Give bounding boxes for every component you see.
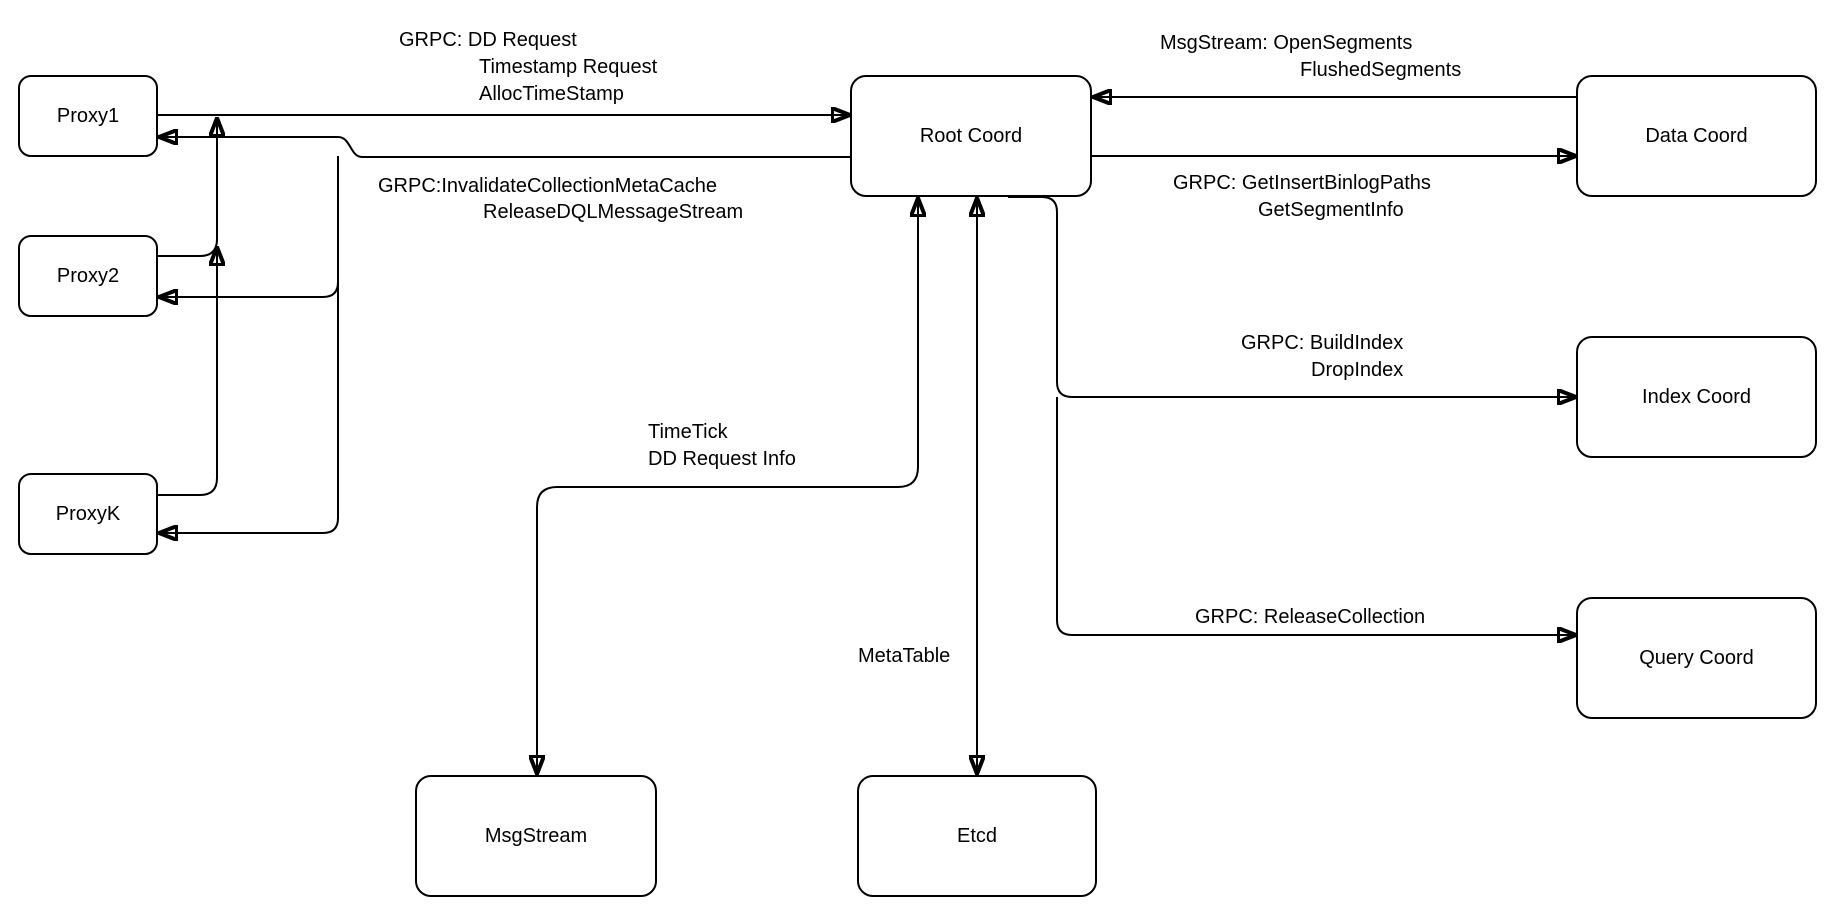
edge-label-invalidate-cache: GRPC:InvalidateCollectionMetaCache	[378, 175, 718, 197]
edge-proxy2-merge-up	[158, 119, 217, 257]
node-index-coord: Index Coord	[1576, 336, 1817, 458]
node-proxy2: Proxy2	[18, 235, 158, 317]
edge-label-proxy-requests-1: GRPC: DD Request	[399, 29, 577, 51]
edge-label-metatable: MetaTable	[858, 645, 951, 667]
edge-label-release-dql: ReleaseDQLMessageStream	[483, 201, 744, 223]
edge-label-proxy-requests-3: AllocTimeStamp	[479, 83, 624, 105]
node-etcd-label: Etcd	[956, 824, 998, 847]
edge-label-drop-index: DropIndex	[1311, 359, 1404, 381]
node-proxy1: Proxy1	[18, 75, 158, 157]
edge-rootcoord-to-proxy1	[160, 137, 850, 158]
edge-label-open-segments: MsgStream: OpenSegments	[1160, 32, 1413, 54]
edge-label-dd-request-info: DD Request Info	[648, 448, 796, 470]
edge-label-timetick: TimeTick	[648, 421, 728, 443]
node-root-coord-label: Root Coord	[919, 124, 1023, 147]
node-data-coord-label: Data Coord	[1645, 124, 1748, 147]
edge-label-proxy-requests-2: Timestamp Request	[479, 56, 658, 78]
node-root-coord: Root Coord	[850, 75, 1092, 197]
node-proxy1-label: Proxy1	[56, 104, 120, 127]
edge-rootcoord-msgstream	[537, 199, 918, 773]
edge-proxyk-merge-up	[158, 248, 217, 496]
node-proxyk: ProxyK	[18, 473, 158, 555]
node-etcd: Etcd	[857, 775, 1097, 897]
edge-rootcoord-to-indexcoord	[1008, 196, 1575, 397]
node-data-coord: Data Coord	[1576, 75, 1817, 197]
edge-label-release-collection: GRPC: ReleaseCollection	[1195, 606, 1426, 628]
node-query-coord-label: Query Coord	[1639, 646, 1754, 669]
edge-label-flushed-segments: FlushedSegments	[1300, 59, 1462, 81]
node-index-coord-label: Index Coord	[1642, 385, 1751, 408]
edge-label-get-insert-binlog: GRPC: GetInsertBinlogPaths	[1173, 172, 1431, 194]
node-msgstream-label: MsgStream	[484, 824, 588, 847]
node-query-coord: Query Coord	[1576, 597, 1817, 719]
node-proxy2-label: Proxy2	[56, 264, 120, 287]
edge-rootcoord-to-proxy2	[160, 281, 339, 297]
edge-rootcoord-to-querycoord	[1056, 397, 1575, 635]
edge-label-get-segment-info: GetSegmentInfo	[1258, 199, 1404, 221]
edge-label-build-index: GRPC: BuildIndex	[1241, 332, 1404, 354]
node-proxyk-label: ProxyK	[55, 502, 121, 525]
edge-rootcoord-to-proxyk	[160, 156, 339, 533]
node-msgstream: MsgStream	[415, 775, 657, 897]
